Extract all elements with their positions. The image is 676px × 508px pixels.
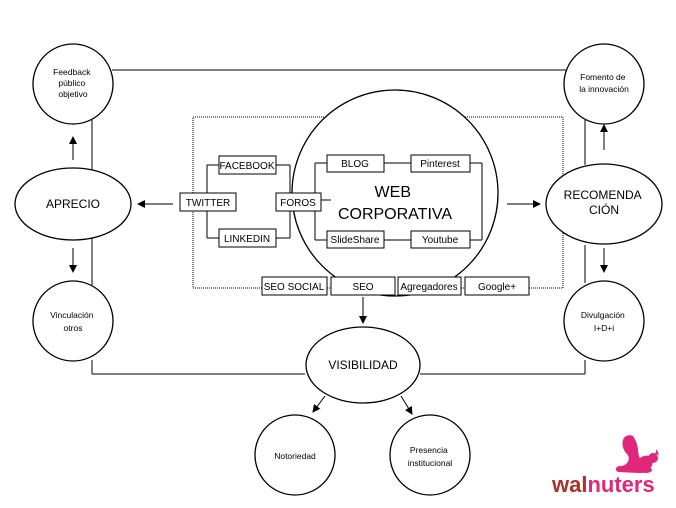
node-presencia (389, 414, 471, 496)
recomendacion-label: RECOMENDA CIÓN (564, 188, 645, 217)
notoriedad-label: Notoriedad (274, 451, 316, 461)
node-vinculacion (32, 280, 114, 362)
seo-label: SEO (352, 282, 373, 293)
box-pinterest (410, 154, 471, 173)
node-visibilidad (305, 326, 421, 404)
facebook-label: FACEBOOK (219, 161, 274, 172)
squirrel-icon (615, 435, 659, 473)
box-blog (326, 154, 385, 173)
box-foros (275, 192, 322, 212)
box-linkedin (218, 228, 277, 248)
youtube-label: Youtube (422, 235, 459, 246)
connector-lines (206, 162, 483, 241)
presencia-label: Presencia institucional (408, 445, 453, 468)
box-slideshare (326, 230, 385, 249)
web-corporativa-label: WEB CORPORATIVA (338, 184, 452, 223)
social-boxes (179, 154, 530, 296)
node-feedback (32, 43, 114, 125)
linkedin-label: LINKEDIN (224, 234, 270, 245)
box-agregadores (397, 276, 462, 296)
divulgacion-label: Divulgación I+D+i (581, 310, 627, 333)
vinculacion-label: Vinculación otros (50, 310, 96, 333)
agregadores-label: Agregadores (400, 282, 457, 293)
logo-part2: nuters (587, 472, 654, 497)
box-facebook (218, 155, 277, 175)
logo-part1: wal (551, 472, 587, 497)
slideshare-label: SlideShare (331, 235, 380, 246)
pinterest-label: Pinterest (420, 159, 460, 170)
social-box-labels: FACEBOOK TWITTER LINKEDIN FOROS BLOG Pin… (186, 159, 516, 293)
aprecio-label: APRECIO (46, 197, 100, 211)
box-twitter (179, 192, 237, 212)
walnuters-logo: walnuters (551, 435, 659, 497)
logo-text: walnuters (551, 472, 655, 497)
node-recomendacion (545, 163, 663, 245)
visibilidad-label: VISIBILIDAD (328, 358, 398, 372)
seo-social-label: SEO SOCIAL (264, 282, 325, 293)
fomento-label: Fomento de la innovación (579, 72, 629, 94)
outer-nodes (14, 43, 663, 496)
node-notoriedad (254, 414, 336, 496)
box-seo-social (261, 276, 328, 296)
box-youtube (410, 230, 471, 249)
google-plus-label: Google+ (478, 282, 516, 293)
arrows (69, 124, 608, 415)
foros-label: FOROS (280, 198, 316, 209)
blog-label: BLOG (341, 159, 369, 170)
box-google-plus (464, 276, 530, 296)
node-aprecio (14, 167, 132, 241)
node-divulgacion (563, 280, 645, 362)
feedback-label: Feedback público objetivo (53, 67, 93, 99)
twitter-label: TWITTER (186, 198, 230, 209)
outer-node-labels: Feedback público objetivo APRECIO Vincul… (46, 67, 645, 468)
node-fomento (563, 43, 645, 125)
box-seo (330, 276, 396, 296)
